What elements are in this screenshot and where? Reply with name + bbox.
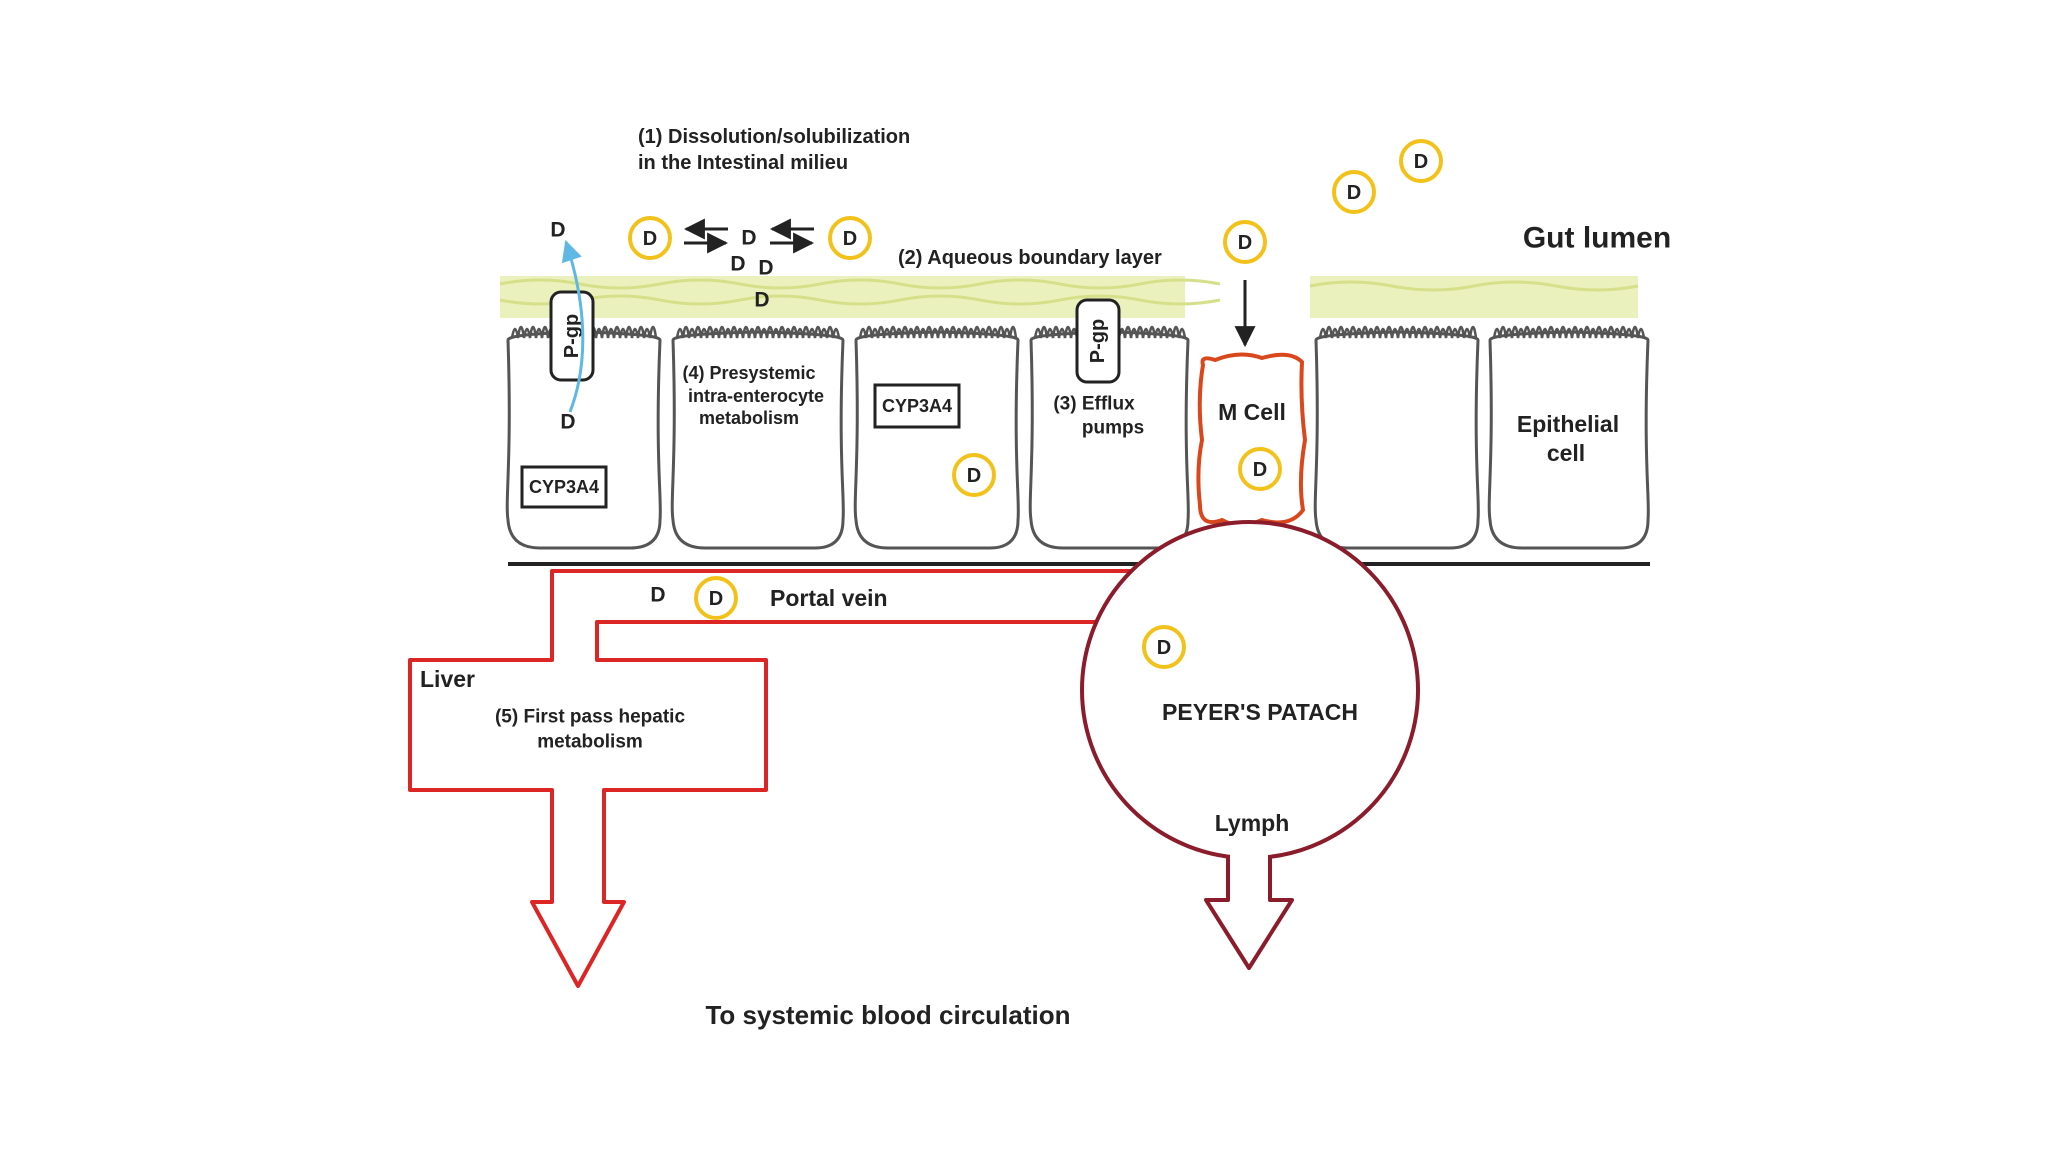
microvilli-cell-7 — [1492, 325, 1646, 339]
step1-label-line1: (1) Dissolution/solubilization — [638, 126, 910, 148]
cyp3a4-rect-1 — [520, 465, 608, 509]
pgp-label-1: P-gp — [561, 314, 583, 358]
epithelial-cell-2 — [670, 330, 845, 550]
drug-free-7: D — [650, 584, 665, 607]
pgp-box-2 — [1075, 298, 1121, 384]
pgp-label-2: P-gp — [1087, 319, 1109, 363]
epithelial-cell-7 — [1487, 330, 1650, 550]
drug-ring-5 — [1399, 139, 1443, 183]
free-drugs: D D D D D D D — [550, 219, 773, 607]
cyp3a4-label-1: CYP3A4 — [529, 477, 599, 497]
lymph-arrow — [1204, 850, 1294, 970]
epithelial-cell-label-line1: Epithelial — [1517, 411, 1619, 437]
drug-circled-6: D — [952, 453, 996, 497]
drug-ring-text-7: D — [1253, 459, 1267, 481]
step4-label-line1: (4) Presystemic — [682, 363, 815, 383]
drug-free-5: D — [754, 289, 769, 312]
drug-ring-4 — [1332, 170, 1376, 214]
diagram-labels: (1) Dissolution/solubilization in the In… — [420, 126, 1671, 1030]
step4-label-line2: intra-enterocyte — [688, 386, 824, 406]
microvilli-cell-2 — [675, 325, 841, 339]
aqueous-boundary-layer — [499, 276, 1639, 318]
lymph-label: Lymph — [1215, 810, 1290, 836]
drug-circled-1: D — [628, 216, 672, 260]
liver-label: Liver — [420, 666, 475, 692]
drug-free-2: D — [741, 227, 756, 250]
microvilli-cell-6 — [1318, 325, 1478, 339]
drug-ring-text-3: D — [1238, 232, 1252, 254]
drug-free-1: D — [550, 219, 565, 242]
drug-ring-3 — [1223, 220, 1267, 264]
microvilli-cell-3 — [858, 325, 1018, 339]
step3-label-line1: (3) Efflux — [1053, 394, 1135, 415]
pgp-transporter-2: P-gp — [1075, 298, 1121, 384]
drug-circled-4: D — [1332, 170, 1376, 214]
equilibrium-arrows — [683, 218, 815, 254]
drug-ring-text-4: D — [1347, 182, 1361, 204]
drug-circled-9: D — [1142, 625, 1186, 669]
drug-ring-1 — [628, 216, 672, 260]
m-cell — [1196, 352, 1308, 527]
step2-label: (2) Aqueous boundary layer — [898, 247, 1162, 269]
systemic-circulation-label: To systemic blood circulation — [705, 1000, 1070, 1030]
drug-ring-text-2: D — [843, 228, 857, 250]
drug-ring-2 — [828, 216, 872, 260]
portal-vein-pathway — [408, 569, 1150, 988]
cyp3a4-box-1: CYP3A4 — [520, 465, 608, 509]
drug-ring-8 — [694, 576, 738, 620]
epithelial-cell-label-line2: cell — [1547, 440, 1585, 466]
pgp-transporter-1: P-gp — [549, 290, 595, 382]
drug-ring-6 — [952, 453, 996, 497]
drug-ring-7 — [1238, 447, 1282, 491]
drug-circled-7: D — [1238, 447, 1282, 491]
portal-vein-label: Portal vein — [770, 585, 888, 611]
step5-label-line2: metabolism — [537, 732, 643, 753]
cyp3a4-rect-2 — [873, 383, 961, 429]
m-cell-label: M Cell — [1218, 399, 1286, 425]
epithelial-cell-3 — [853, 330, 1020, 550]
circled-drugs: D D D D D D D D D — [628, 139, 1443, 669]
drug-free-6: D — [560, 411, 575, 434]
step5-label-line1: (5) First pass hepatic — [495, 707, 685, 728]
cyp3a4-label-2: CYP3A4 — [882, 396, 952, 416]
step4-label-line3: metabolism — [699, 408, 799, 428]
lymph-arrow-joint — [1230, 846, 1268, 860]
drug-ring-text-1: D — [643, 228, 657, 250]
peyers-patch-lymph — [1080, 520, 1420, 970]
drug-ring-text-5: D — [1414, 151, 1428, 173]
mucus-wave-left — [499, 278, 1221, 290]
drug-circled-5: D — [1399, 139, 1443, 183]
pgp-efflux-arrow — [561, 240, 585, 413]
drug-ring-text-9: D — [1157, 637, 1171, 659]
drug-circled-8: D — [694, 576, 738, 620]
peyers-patch-circle — [1080, 520, 1420, 860]
step3-label-line2: pumps — [1082, 418, 1144, 439]
cyp3a4-box-2: CYP3A4 — [873, 383, 961, 429]
epithelial-cell-6 — [1313, 330, 1480, 550]
mucus-wave-left-2 — [499, 294, 1221, 306]
drug-circled-2: D — [828, 216, 872, 260]
peyers-patch-label: PEYER'S PATACH — [1162, 699, 1358, 725]
drug-ring-9 — [1142, 625, 1186, 669]
mucus-wave-right — [1309, 280, 1639, 292]
drug-ring-text-8: D — [709, 588, 723, 610]
drug-free-4: D — [758, 257, 773, 280]
drug-ring-text-6: D — [967, 465, 981, 487]
gut-lumen-label: Gut lumen — [1523, 222, 1671, 255]
drug-free-3: D — [730, 253, 745, 276]
step1-label-line2: in the Intestinal milieu — [638, 152, 848, 174]
drug-circled-3: D — [1223, 220, 1267, 264]
